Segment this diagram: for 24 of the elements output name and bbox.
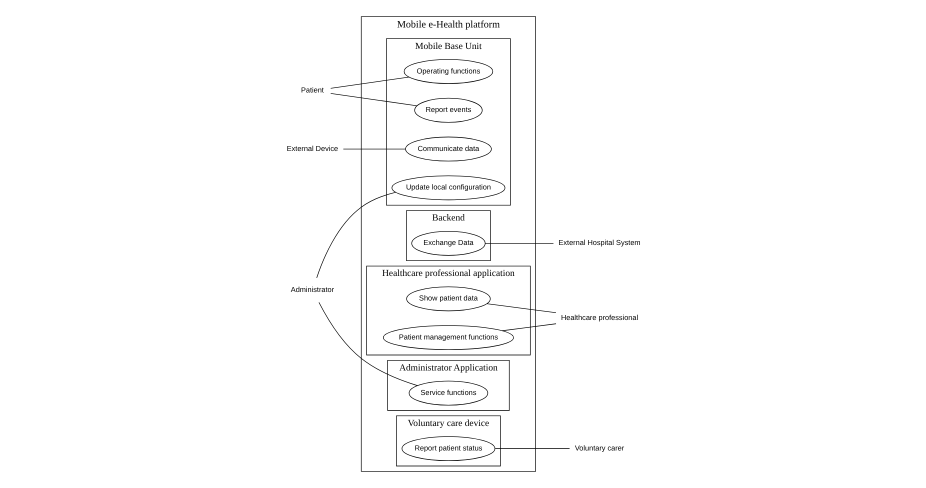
node-ellipse: Report events — [414, 98, 482, 123]
connector — [330, 76, 410, 89]
node-text: External Hospital System — [558, 238, 640, 248]
connector — [494, 448, 570, 449]
connector — [486, 303, 556, 313]
node-text: Healthcare professional — [560, 313, 638, 322]
node-ellipse: Patient management functions — [382, 325, 514, 350]
node-ellipse: Operating functions — [403, 59, 493, 84]
node-ellipse: Report patient status — [401, 436, 495, 461]
node-text: Voluntary carer — [574, 443, 624, 452]
node-ellipse: Exchange Data — [410, 230, 486, 256]
connector — [342, 148, 406, 150]
node-ellipse: Service functions — [408, 380, 488, 406]
node-ellipse: Show patient data — [406, 286, 490, 312]
connector — [318, 302, 418, 386]
connector — [484, 243, 554, 244]
node-text: Patient — [300, 86, 324, 95]
node-ellipse: Update local configuration — [391, 175, 505, 200]
node-ellipse: Communicate data — [404, 136, 492, 162]
connector — [330, 93, 417, 106]
node-text: Administrator — [290, 285, 334, 294]
node-text: External Device — [286, 144, 338, 153]
connector — [316, 192, 396, 278]
connector — [501, 323, 556, 332]
